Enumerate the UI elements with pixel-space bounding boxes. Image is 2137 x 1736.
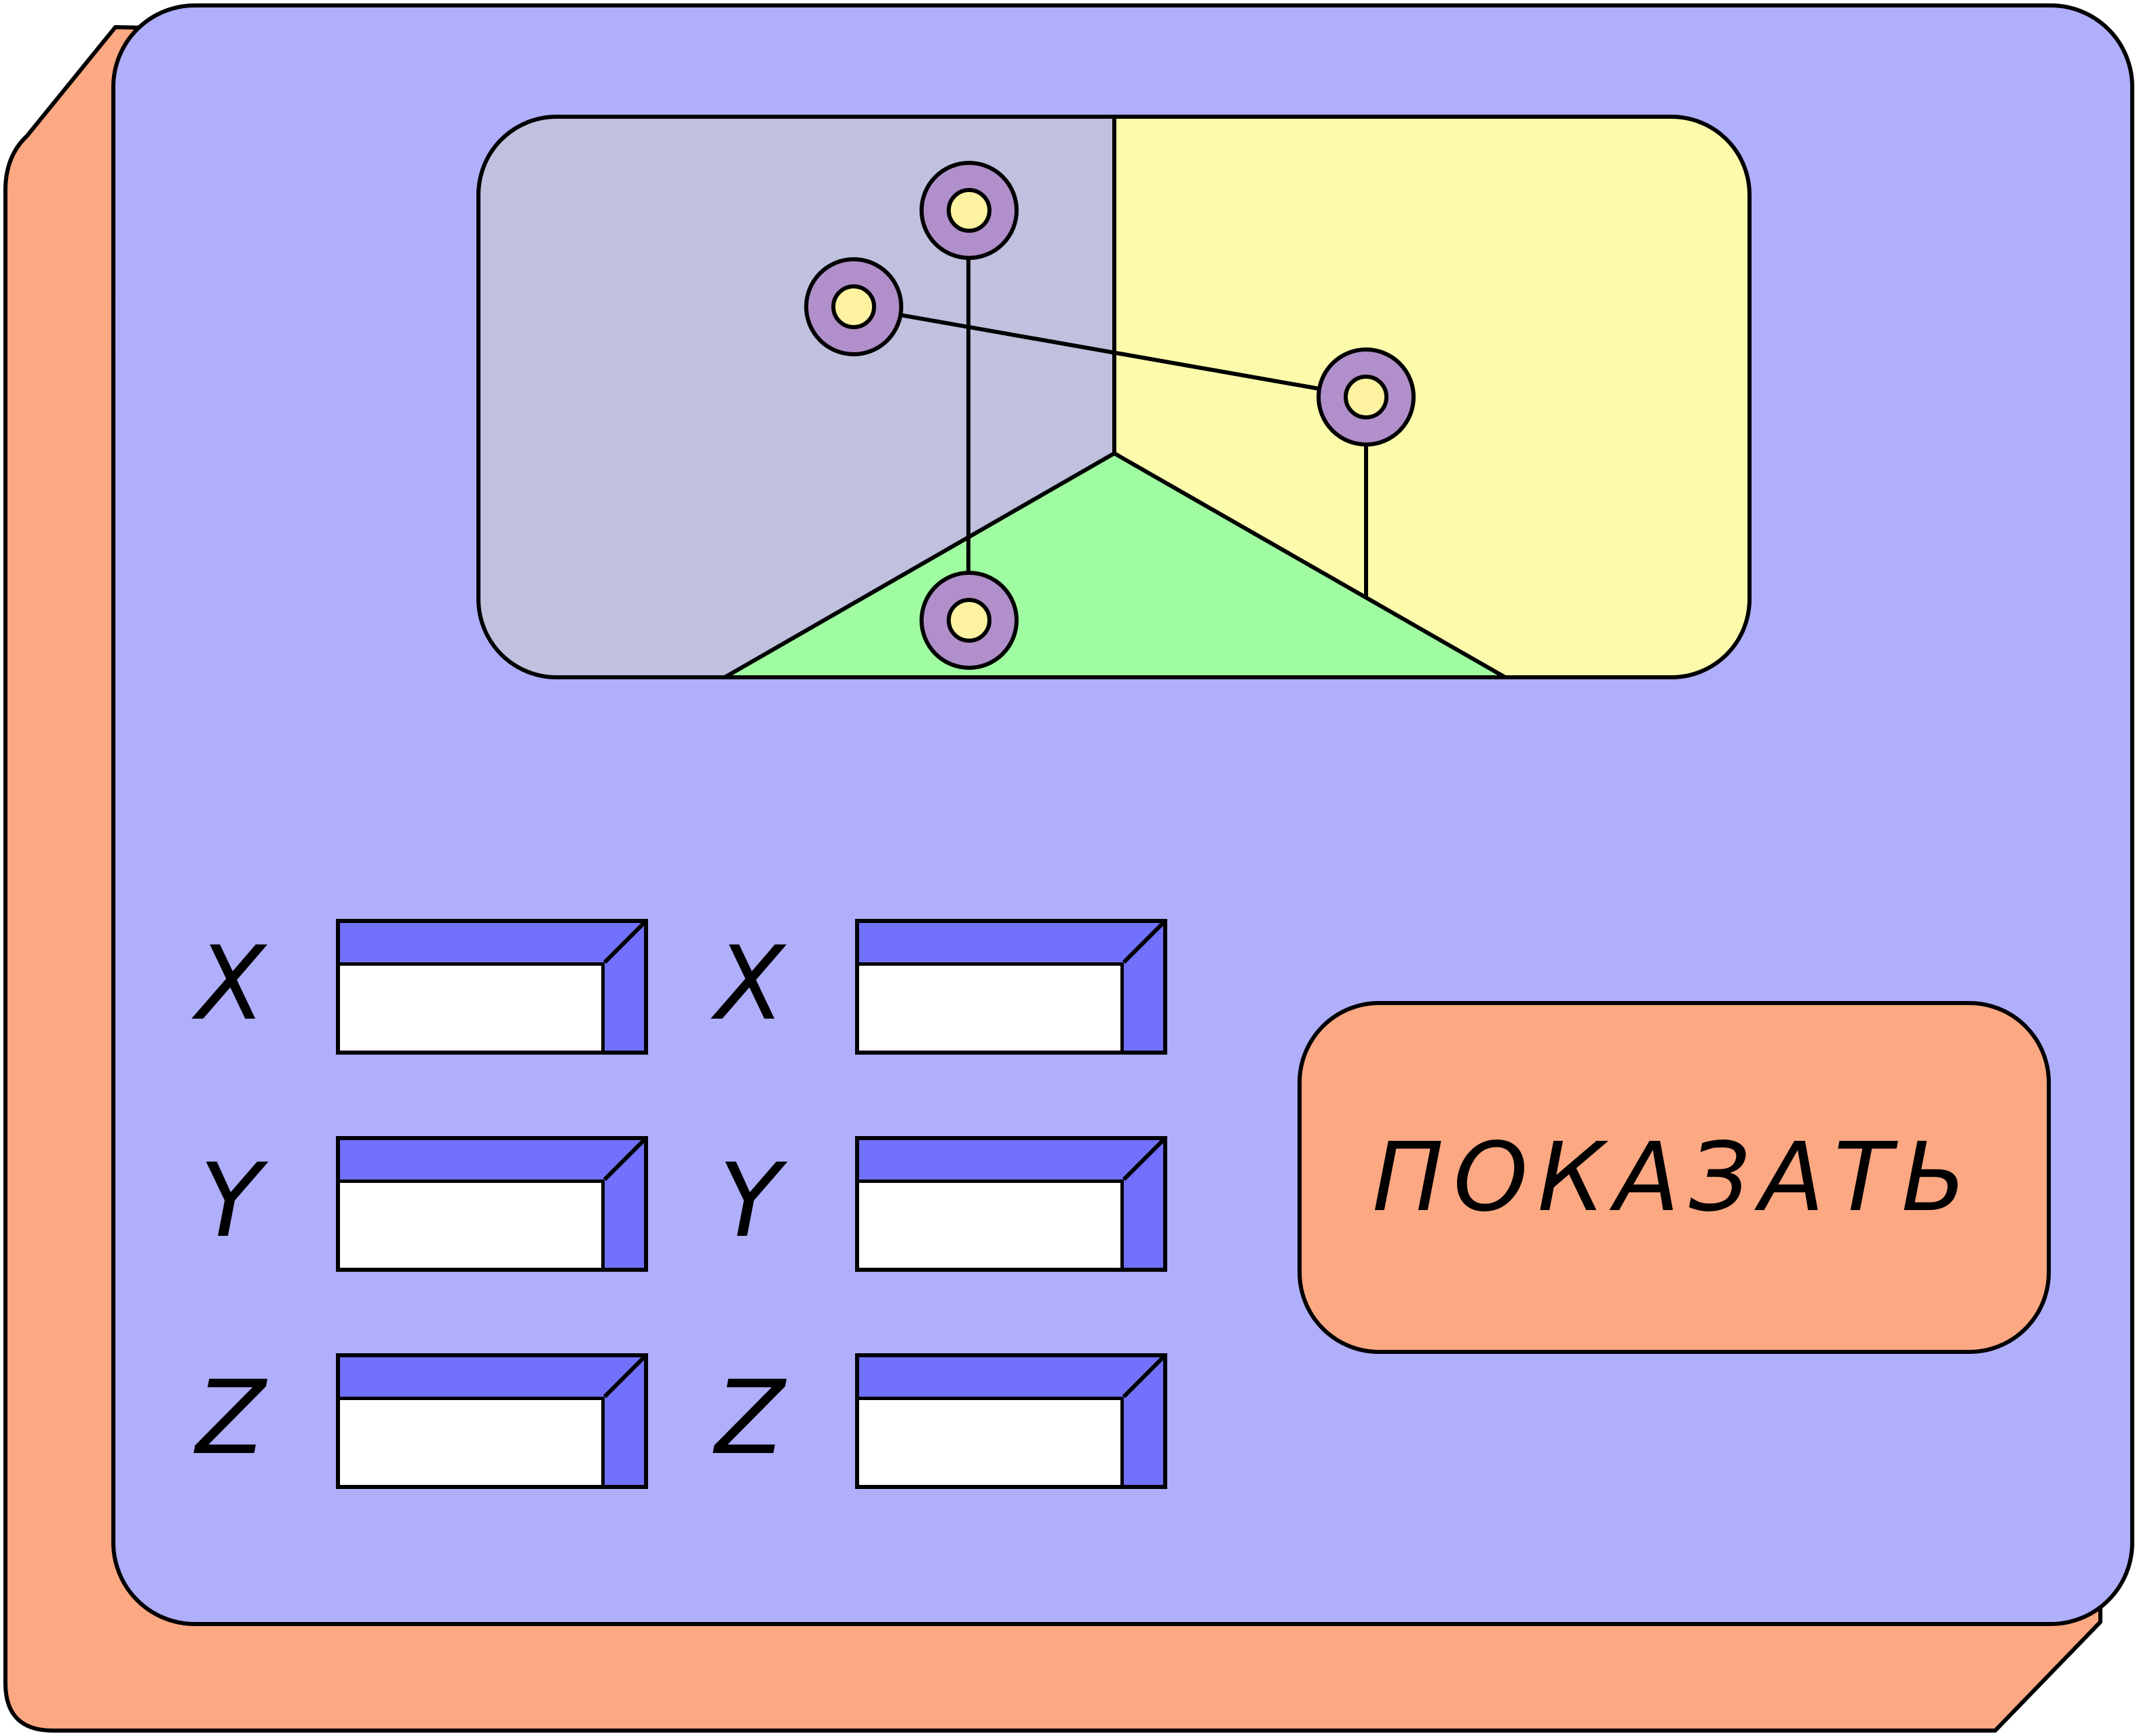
marker-point-top[interactable] [920, 161, 1019, 260]
z-field-2-value[interactable] [859, 1397, 1124, 1485]
field-bevel-icon [603, 1136, 648, 1182]
marker-center [1344, 375, 1388, 419]
show-button-label: ПОКАЗАТЬ [1372, 1122, 1976, 1233]
x-field-2-value[interactable] [859, 962, 1124, 1051]
x-label-2: X [715, 925, 785, 1043]
connector-line-horizontal [853, 305, 1367, 399]
marker-center [831, 284, 876, 329]
field-bevel-icon [1122, 1136, 1167, 1182]
marker-point-floor[interactable] [920, 571, 1019, 670]
x-field-1-value[interactable] [340, 962, 605, 1051]
x-label-1: X [195, 925, 266, 1043]
field-bevel-icon [1122, 919, 1167, 964]
marker-point-left[interactable] [804, 257, 903, 356]
z-field-1-value[interactable] [340, 1397, 605, 1485]
y-field-1-value[interactable] [340, 1180, 605, 1268]
viewport-frame [476, 115, 1752, 679]
viewport-3d [478, 117, 1750, 677]
x-field-1[interactable] [336, 919, 648, 1055]
y-label-2: Y [719, 1142, 781, 1260]
marker-point-right[interactable] [1317, 347, 1416, 447]
x-field-2[interactable] [855, 919, 1167, 1055]
field-bevel-icon [603, 1353, 648, 1399]
field-bevel-icon [1122, 1353, 1167, 1399]
marker-center [947, 598, 991, 643]
z-label-1: Z [195, 1359, 266, 1477]
y-label-1: Y [200, 1142, 262, 1260]
show-button[interactable]: ПОКАЗАТЬ [1298, 1001, 2051, 1354]
marker-center [947, 188, 991, 233]
y-field-2[interactable] [855, 1136, 1167, 1272]
y-field-1[interactable] [336, 1136, 648, 1272]
y-field-2-value[interactable] [859, 1180, 1124, 1268]
z-field-2[interactable] [855, 1353, 1167, 1489]
z-label-2: Z [715, 1359, 785, 1477]
field-bevel-icon [603, 919, 648, 964]
z-field-1[interactable] [336, 1353, 648, 1489]
